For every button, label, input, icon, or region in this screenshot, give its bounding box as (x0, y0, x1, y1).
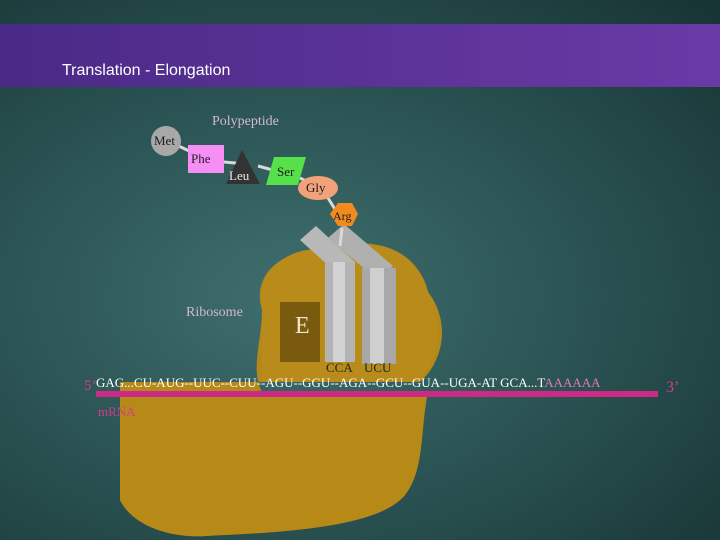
mrna-label: mRNA (98, 404, 136, 419)
e-site-slot (280, 302, 320, 362)
leu-label: Leu (229, 168, 250, 183)
ser-parallelogram (266, 157, 306, 185)
ser-label: Ser (277, 164, 295, 179)
e-site-label: E (295, 313, 310, 339)
anticodon-right: UCU (364, 360, 392, 375)
ribosome-label: Ribosome (186, 305, 243, 320)
leu-triangle (226, 150, 260, 184)
trna-right (328, 224, 396, 364)
three-prime-label: 3’ (666, 379, 680, 396)
arg-hexagon (330, 203, 358, 226)
anticodon-left: CCA (326, 360, 353, 375)
gly-label: Gly (306, 180, 326, 195)
phe-label: Phe (191, 151, 211, 166)
arg-label: Arg (333, 209, 352, 223)
title-band (0, 24, 720, 87)
ribosome-small-subunit (120, 392, 428, 537)
five-prime-label: 5’ (84, 378, 97, 394)
phe-square (188, 145, 224, 173)
polypeptide-label: Polypeptide (212, 114, 279, 129)
gly-shape (298, 176, 338, 200)
mrna-strand (96, 391, 658, 397)
mrna-sequence: GAG...CU-AUG--UUC--CUU--AGU--GGU--AGA--G… (96, 376, 601, 389)
met-label: Met (154, 133, 175, 148)
trna-left (300, 226, 355, 362)
met-circle (151, 126, 181, 156)
slide-title: Translation - Elongation (62, 62, 231, 79)
peptide-bond-6 (338, 227, 344, 247)
mrna-sequence-main: GAG...CU-AUG--UUC--CUU--AGU--GGU--AGA--G… (96, 375, 545, 390)
poly-a-tail: AAAAAA (544, 375, 601, 390)
